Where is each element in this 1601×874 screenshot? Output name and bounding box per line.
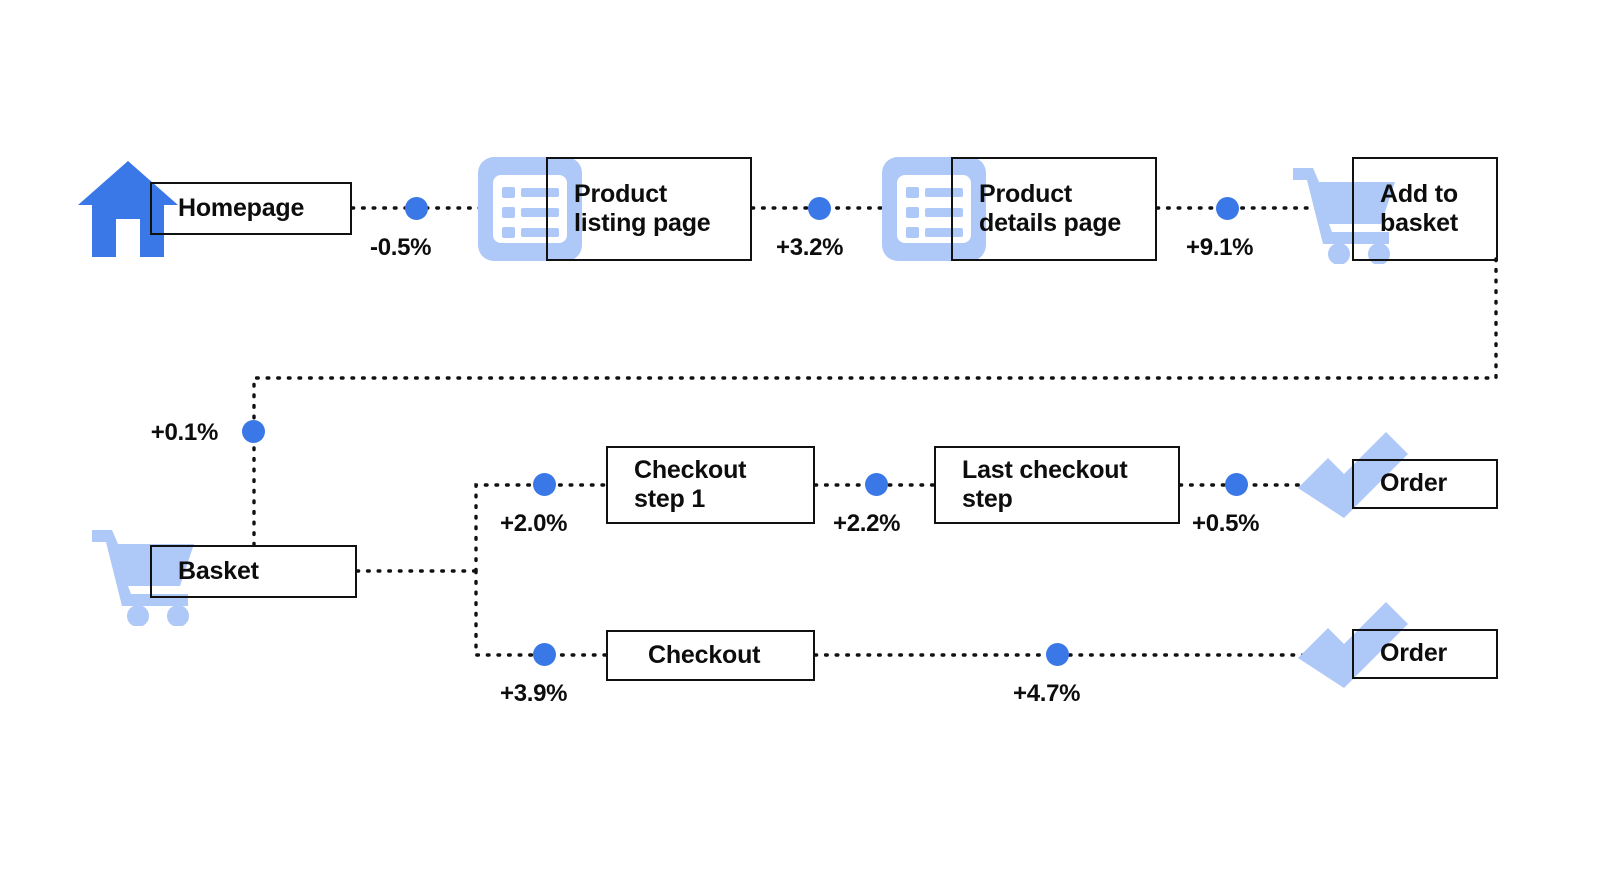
- transition-dot-t6[interactable]: [865, 473, 888, 496]
- node-product-details-page[interactable]: Product details page: [951, 157, 1157, 261]
- transition-value-t4: +0.1%: [150, 419, 219, 446]
- transition-value-t3: +9.1%: [1186, 234, 1254, 261]
- transition-value-t2: +3.2%: [776, 234, 844, 261]
- node-label-homepage: Homepage: [178, 193, 305, 222]
- transition-dot-t4[interactable]: [242, 420, 265, 443]
- node-label-add-to-basket: Add to basket: [1380, 179, 1459, 238]
- node-label-order-bottom: Order: [1380, 639, 1448, 668]
- node-add-to-basket[interactable]: Add to basket: [1352, 157, 1498, 261]
- transition-value-t9: +4.7%: [1013, 680, 1081, 707]
- transition-value-t5: +2.0%: [500, 510, 568, 537]
- shopping-cart-icon: [88, 522, 200, 627]
- node-label-basket: Basket: [178, 556, 259, 585]
- node-label-order-top: Order: [1380, 469, 1448, 498]
- node-checkout-step-1[interactable]: Checkout step 1: [606, 446, 815, 524]
- transition-dot-t2[interactable]: [808, 197, 831, 220]
- node-order-top[interactable]: Order: [1352, 459, 1498, 509]
- transition-value-t6: +2.2%: [833, 510, 901, 537]
- node-label-product-listing-page: Product listing page: [574, 179, 711, 238]
- node-product-listing-page[interactable]: Product listing page: [546, 157, 752, 261]
- node-order-bottom[interactable]: Order: [1352, 629, 1498, 679]
- node-label-product-details-page: Product details page: [979, 179, 1122, 238]
- transition-dot-t9[interactable]: [1046, 643, 1069, 666]
- transition-value-t1: -0.5%: [370, 234, 432, 261]
- transition-dot-t7[interactable]: [1225, 473, 1248, 496]
- transition-dot-t5[interactable]: [533, 473, 556, 496]
- node-homepage[interactable]: Homepage: [150, 182, 352, 235]
- node-checkout[interactable]: Checkout: [606, 630, 815, 681]
- transition-value-t8: +3.9%: [500, 680, 568, 707]
- transition-value-t7: +0.5%: [1192, 510, 1260, 537]
- node-label-checkout-step-1: Checkout step 1: [634, 455, 747, 514]
- node-basket[interactable]: Basket: [150, 545, 357, 598]
- node-label-checkout: Checkout: [648, 640, 761, 669]
- node-label-last-checkout-step: Last checkout step: [962, 455, 1128, 514]
- node-last-checkout-step[interactable]: Last checkout step: [934, 446, 1180, 524]
- transition-dot-t1[interactable]: [405, 197, 428, 220]
- transition-dot-t8[interactable]: [533, 643, 556, 666]
- transition-dot-t3[interactable]: [1216, 197, 1239, 220]
